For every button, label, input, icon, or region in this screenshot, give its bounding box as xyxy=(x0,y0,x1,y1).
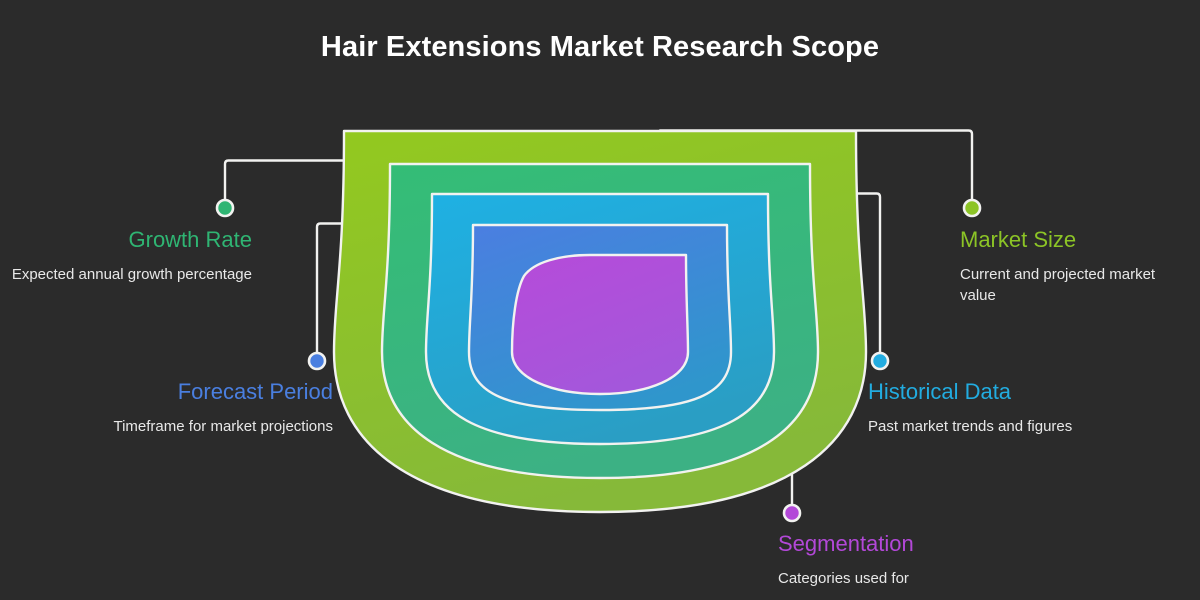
dot-historical-data[interactable] xyxy=(870,351,890,371)
node-forecast-period-title: Forecast Period xyxy=(177,379,333,404)
connector-forecast-period xyxy=(315,222,602,360)
node-forecast-period[interactable]: Forecast Period Timeframe for market pro… xyxy=(108,379,333,437)
page-title: Hair Extensions Market Research Scope xyxy=(320,31,880,63)
connector-historical-data xyxy=(638,192,882,360)
node-historical-data[interactable]: Historical Data Past market trends and f… xyxy=(868,379,1083,437)
node-historical-data-title: Historical Data xyxy=(868,379,1012,404)
node-growth-rate-title: Growth Rate xyxy=(128,227,253,252)
dot-growth-rate[interactable] xyxy=(215,198,235,218)
funnel-layer-segmentation xyxy=(510,253,690,396)
node-market-size-title: Market Size xyxy=(960,227,1077,252)
node-forecast-period-description: Timeframe for market projections xyxy=(113,417,333,435)
connector-growth-rate xyxy=(223,159,562,209)
node-market-size[interactable]: Market Size Current and projected market… xyxy=(960,227,1190,306)
node-segmentation[interactable]: Segmentation Categories used for xyxy=(778,531,1018,589)
node-growth-rate-description: Expected annual growth percentage xyxy=(11,265,252,283)
node-historical-data-description: Past market trends and figures xyxy=(868,417,1073,435)
dot-segmentation[interactable] xyxy=(782,503,802,523)
dot-market-size[interactable] xyxy=(962,198,982,218)
node-growth-rate[interactable]: Growth Rate Expected annual growth perce… xyxy=(4,227,253,285)
connector-market-size xyxy=(658,129,974,209)
node-segmentation-title: Segmentation xyxy=(778,531,914,556)
node-segmentation-description: Categories used for xyxy=(778,569,909,587)
node-market-size-description: Current and projected market value xyxy=(960,265,1156,304)
dot-forecast-period[interactable] xyxy=(307,351,327,371)
